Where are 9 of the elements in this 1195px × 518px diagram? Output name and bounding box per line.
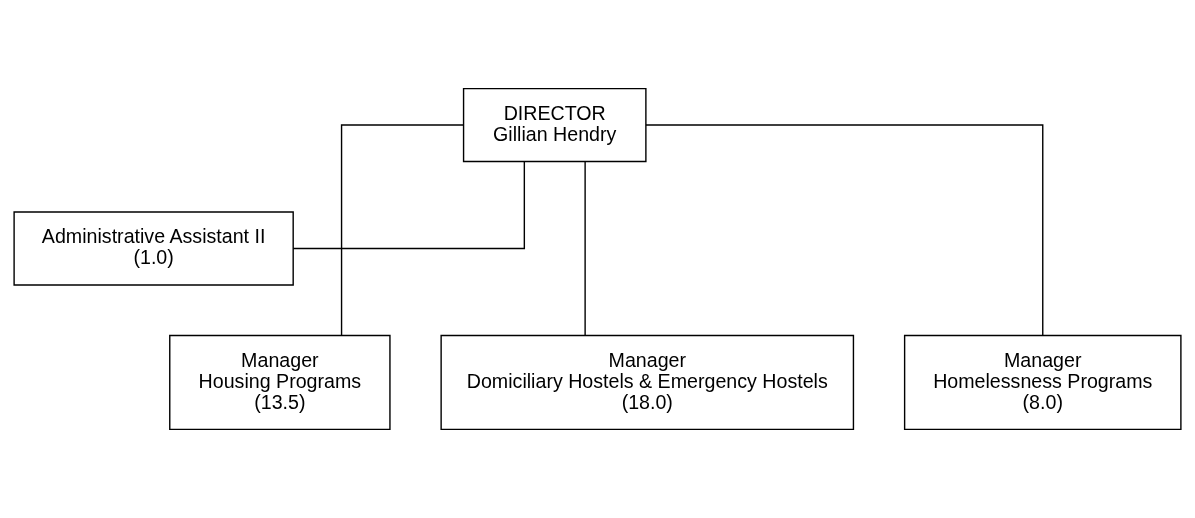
node-box: Manager Domiciliary Hostels & Emergency Hostels (18.0) [440, 334, 855, 431]
connector [584, 161, 586, 336]
connector [340, 124, 464, 336]
node-box: Manager Housing Programs (13.5) [169, 334, 391, 431]
node-box: DIRECTOR Gillian Hendry [462, 87, 647, 163]
connector [645, 124, 1044, 336]
node-box: Manager Homelessness Programs (8.0) [903, 334, 1182, 431]
node-box: Administrative Assistant II (1.0) [13, 211, 294, 286]
connector [292, 161, 526, 250]
